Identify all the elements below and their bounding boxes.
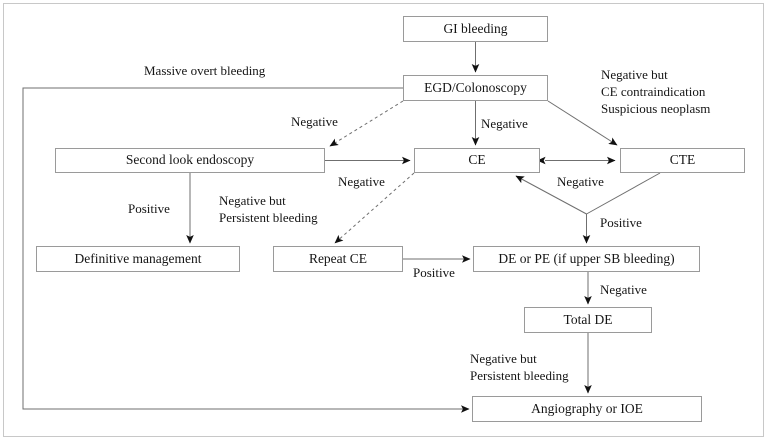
edge-label-negative-ce-cte: Negative (557, 174, 604, 189)
edge-label-negative-to-second-look: Negative (291, 114, 338, 129)
node-label: Repeat CE (308, 250, 368, 266)
edge-label-massive-overt-bleeding: Massive overt bleeding (144, 63, 266, 78)
node-label: Definitive management (74, 250, 202, 266)
node-second-look-endoscopy[interactable]: Second look endoscopy (55, 148, 325, 173)
node-ce[interactable]: CE (414, 148, 540, 173)
node-label: Angiography or IOE (531, 400, 643, 416)
node-label: CE (468, 152, 486, 168)
node-cte[interactable]: CTE (620, 148, 745, 173)
node-de-or-pe[interactable]: DE or PE (if upper SB bleeding) (473, 246, 700, 272)
edge-label-negative-de-pe-to-total-de: Negative (600, 282, 647, 297)
edge-label-positive-repeat-ce: Positive (413, 265, 455, 280)
edge-label-negative-but-persistent-bleeding-1: Negative but Persistent bleeding (219, 193, 318, 226)
edge-label-negative-but-cte: Negative but CE contraindication Suspici… (601, 67, 711, 117)
node-gi-bleeding[interactable]: GI bleeding (403, 16, 548, 42)
edge-label-positive-to-de-pe: Positive (600, 215, 642, 230)
node-angiography-or-ioe[interactable]: Angiography or IOE (472, 396, 702, 422)
node-label: EGD/Colonoscopy (424, 79, 527, 95)
node-label: Second look endoscopy (125, 152, 255, 168)
node-label: DE or PE (if upper SB bleeding) (498, 250, 675, 266)
node-repeat-ce[interactable]: Repeat CE (273, 246, 403, 272)
edge-label-negative-egd-to-ce: Negative (481, 116, 528, 131)
node-label: Total DE (563, 311, 613, 327)
node-label: GI bleeding (443, 20, 508, 36)
node-total-de[interactable]: Total DE (524, 307, 652, 333)
edge-label-negative-second-look-to-ce: Negative (338, 174, 385, 189)
node-definitive-management[interactable]: Definitive management (36, 246, 240, 272)
edge-label-positive-second-look: Positive (128, 201, 170, 216)
edge-egd-to-second-look (329, 100, 404, 147)
edge-label-negative-but-persistent-bleeding-2: Negative but Persistent bleeding (470, 351, 569, 384)
node-egd-colonoscopy[interactable]: EGD/Colonoscopy (403, 75, 548, 101)
node-label: CTE (669, 152, 696, 168)
